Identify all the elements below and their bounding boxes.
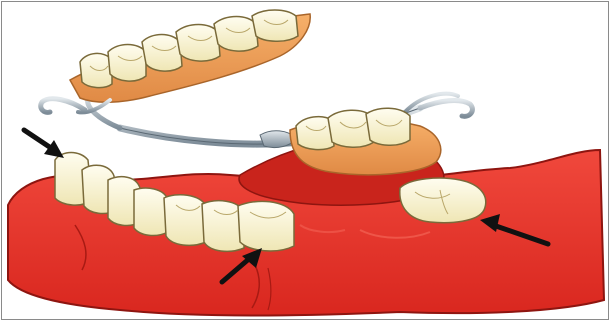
upper-partial-denture	[70, 10, 310, 112]
arrow-left-abutment	[24, 130, 64, 158]
lower-right-molar	[400, 178, 486, 223]
